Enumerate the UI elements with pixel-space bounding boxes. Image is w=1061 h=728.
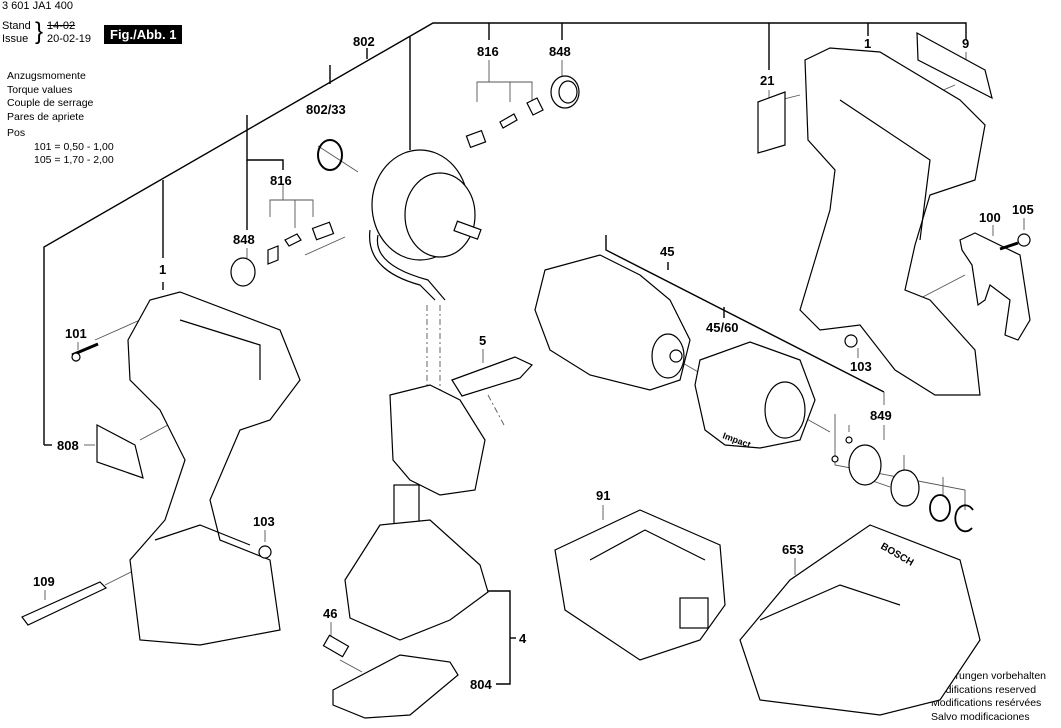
torque-line-en: Torque values	[7, 83, 73, 96]
label-103-right: 103	[850, 359, 872, 374]
stand-label: Stand	[2, 20, 31, 32]
label-9: 9	[962, 36, 970, 51]
label-1-right: 1	[864, 36, 872, 51]
label-816-left: 816	[270, 173, 292, 188]
nut-103-right	[844, 334, 858, 348]
label-653: 653	[782, 542, 804, 557]
torque-line-es: Pares de apriete	[7, 110, 85, 123]
label-802: 802	[353, 34, 375, 49]
issue-label: Issue	[2, 33, 29, 45]
label-802-33: 802/33	[306, 102, 346, 117]
footer-line-fr: Modifications resérvées	[931, 697, 1042, 709]
sleeve-849	[848, 444, 882, 486]
brush-816-left	[311, 221, 335, 241]
brush-816-top	[465, 129, 487, 149]
torque-line-de: Anzugsmomente	[7, 70, 86, 82]
label-45-60: 45/60	[706, 320, 739, 335]
label-1-left: 1	[159, 262, 167, 277]
label-808: 808	[57, 438, 79, 453]
label-9	[916, 31, 993, 100]
housing-right	[799, 47, 986, 396]
label-808	[96, 424, 144, 479]
bit-109	[21, 581, 108, 626]
gear-housing-45	[534, 254, 691, 391]
parts: Impact BOSCH	[21, 31, 1031, 719]
torque-value-101: 101 = 0,50 - 1,00	[34, 140, 114, 153]
label-816-top: 816	[477, 44, 499, 59]
pos-label: Pos	[7, 127, 26, 139]
charger-653	[739, 524, 981, 716]
footer-line-es: Salvo modificaciones	[931, 710, 1030, 723]
old-date: 14-02	[47, 20, 76, 32]
footer-note: Änderungen vorbehalten Modifications res…	[931, 670, 1046, 724]
cover-5	[451, 356, 533, 397]
ring-802-33	[317, 139, 343, 171]
figure-label: Fig./Abb. 1	[104, 25, 183, 44]
issue-date: 20-02-19	[47, 33, 92, 45]
doc-number: 3 601 JA1 400	[2, 0, 73, 12]
belt-clip-100	[959, 232, 1031, 341]
label-5: 5	[479, 333, 487, 348]
torque-value-105: 105 = 1,70 - 2,00	[34, 154, 114, 166]
label-849: 849	[870, 408, 892, 423]
label-804: 804	[470, 677, 492, 692]
label-103-left: 103	[253, 514, 275, 529]
label-21: 21	[760, 73, 775, 88]
label-46: 46	[323, 606, 338, 621]
label-45: 45	[660, 244, 675, 259]
label-109: 109	[33, 574, 55, 589]
label-101: 101	[65, 326, 87, 341]
bracket-lines	[43, 22, 967, 685]
label-21	[757, 91, 786, 154]
label-91: 91	[596, 488, 611, 503]
label-105: 105	[1012, 202, 1034, 217]
label-848-top: 848	[549, 44, 571, 59]
switch	[389, 384, 486, 496]
brace: }	[35, 18, 44, 45]
switch-base-4	[344, 519, 489, 641]
footer-line-de: Änderungen vorbehalten	[931, 670, 1047, 682]
torque-line-fr: Couple de serrage	[7, 97, 94, 109]
cap-848-left	[230, 257, 256, 287]
plate-804	[332, 654, 459, 719]
label-848-left: 848	[233, 232, 255, 247]
nut-103-left	[258, 545, 272, 559]
label-100: 100	[979, 210, 1001, 225]
footer-line-en: Modifications reserved	[931, 683, 1037, 696]
torque-note: Anzugsmomente Torque values Couple de se…	[7, 70, 114, 168]
housing-left	[127, 291, 301, 646]
spring-46	[322, 634, 350, 658]
label-4: 4	[519, 631, 527, 646]
